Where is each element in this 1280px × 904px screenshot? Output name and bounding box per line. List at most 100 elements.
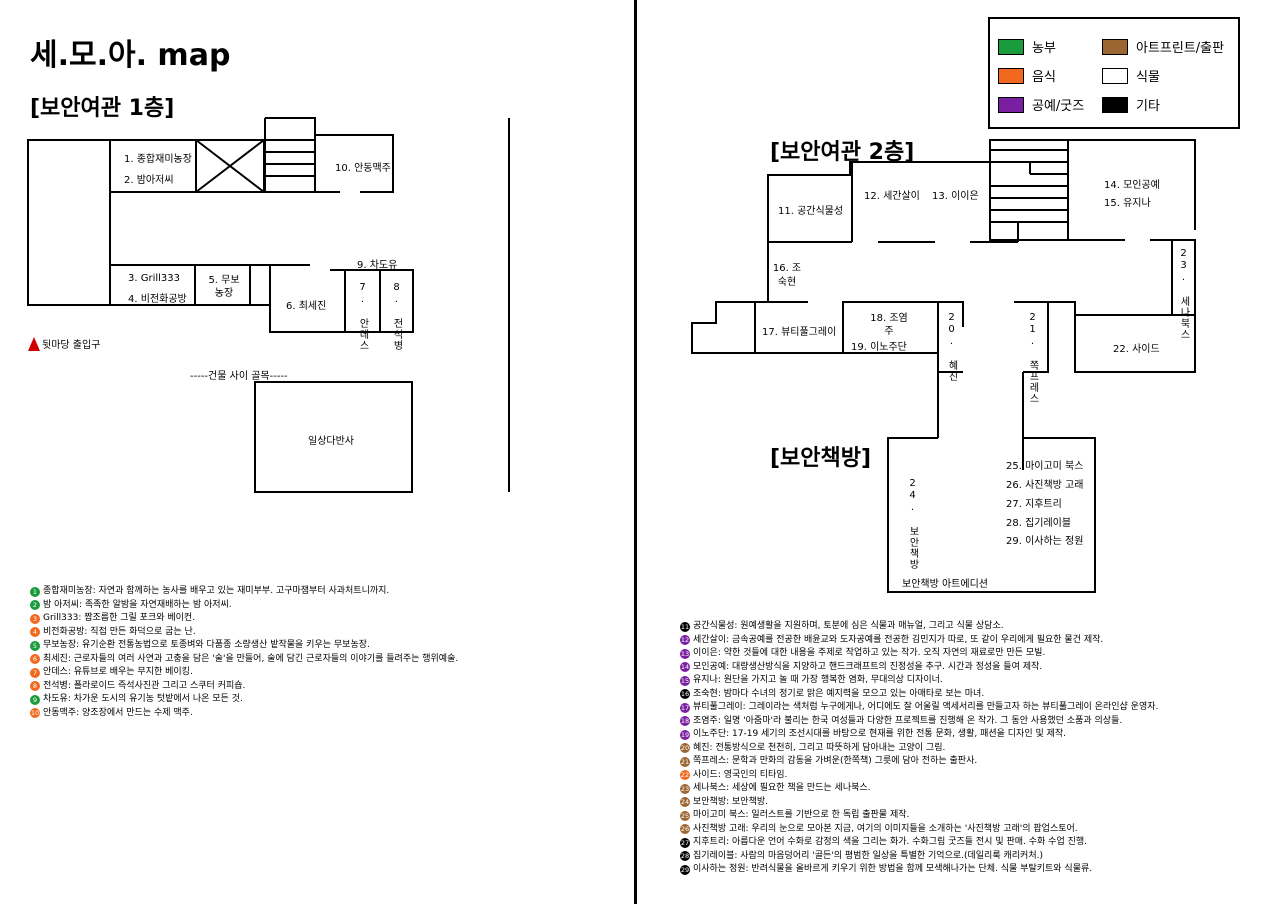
note-number-badge: 22 <box>680 770 690 781</box>
note-number-badge: 13 <box>680 648 690 659</box>
note-text: Grill333: 짭조름한 그릴 포크와 베이컨. <box>43 613 196 623</box>
note-text: 세나북스: 세상에 필요한 책을 만드는 세나북스. <box>693 783 871 793</box>
room-label: 11. 공간식물성 <box>778 206 844 217</box>
note-text: 공간식물성: 원예생활을 지원하며, 토분에 심은 식물과 매뉴얼, 그리고 식… <box>693 621 1004 631</box>
note-number-badge: 2 <box>30 600 40 611</box>
legend-swatch <box>998 96 1024 113</box>
annex-label: 일상다반사 <box>308 436 354 447</box>
bookshop-edition-label: 보안책방 아트에디션 <box>902 579 988 590</box>
room-label: 1. 종합재미농장 <box>124 154 192 165</box>
page-title: 세.모.아. map <box>30 38 231 73</box>
note-number-badge: 17 <box>680 702 690 713</box>
note-number-badge: 14 <box>680 662 690 673</box>
floor1-heading: [보안여관 1층] <box>30 96 175 121</box>
room-label: 28. 집기레이블 <box>1006 518 1072 529</box>
room-label: 9. 차도유 <box>357 260 398 271</box>
note-text: 유지나: 원단을 가지고 놀 때 가장 행복한 염화, 무대의상 디자이너. <box>693 675 943 685</box>
legend-swatch <box>1102 96 1128 113</box>
note-text: 비전화공방: 직접 만든 화덕으로 굽는 난. <box>43 626 196 637</box>
note-text: 이노주단: 17-19 세기의 조선시대를 바탕으로 현재를 위한 전통 문화,… <box>693 729 1067 739</box>
note-text: 안데스: 유튜브로 배우는 무지한 베이킹. <box>43 667 193 677</box>
note-text: 모인공예: 대량생산방식을 지양하고 핸드크래프트의 진정성을 추구. 시간과 … <box>693 661 1043 672</box>
entrance-marker: 뒷마당 출입구 <box>28 336 100 351</box>
note-text: 세간살이: 금속공예를 전공한 배윤교와 도자공예를 전공한 김민지가 따로, … <box>693 634 1104 645</box>
note-text: 뷰티풀그레이: 그레이라는 색처럼 누구에게나, 어디에도 잘 어울릴 액세서리… <box>693 702 1159 712</box>
note-number-badge: 26 <box>680 824 690 835</box>
room-label: 6. 최세진 <box>286 301 327 312</box>
legend-item: 농부 <box>998 37 1056 56</box>
note-text: 밤 아저씨: 족족한 알밤을 자연재배하는 밤 아저씨. <box>43 599 232 610</box>
room-label: 14. 모인공예 <box>1104 180 1160 191</box>
note-number-badge: 9 <box>30 694 40 705</box>
note-text: 조숙현: 밤마다 수녀의 정기로 맑은 예지력을 모으고 있는 아매타로 보는 … <box>693 688 985 699</box>
room-label: 7. 안데스 <box>357 282 368 351</box>
note-text: 차도유: 차가운 도시의 유기농 텃밭에서 나온 모든 것. <box>43 694 243 704</box>
note-number-badge: 1 <box>30 586 40 597</box>
room-label: 15. 유지나 <box>1104 198 1151 209</box>
note-number-badge: 12 <box>680 635 690 646</box>
legend-item: 음식 <box>998 66 1056 85</box>
note-number-badge: 23 <box>680 783 690 794</box>
note-text: 전석병: 폴라로이드 즉석사진관 그리고 스쿠터 커피숍. <box>43 680 246 691</box>
note-number-badge: 7 <box>30 667 40 678</box>
note-number-badge: 15 <box>680 675 690 686</box>
note-number-badge: 27 <box>680 837 690 848</box>
note-text: 이사하는 정원: 반려식물을 올바르게 키우기 위한 방법을 함께 모색해나가는… <box>693 864 1093 874</box>
legend-label: 음식 <box>1032 70 1056 85</box>
room-label: 21. 쪽프레스 <box>1027 312 1038 404</box>
note-number-badge: 3 <box>30 613 40 624</box>
note-number-badge: 24 <box>680 797 690 808</box>
room-label: 26. 사진책방 고래 <box>1006 480 1084 491</box>
legend-label: 공예/굿즈 <box>1032 99 1085 114</box>
room-label: 19. 이노주단 <box>851 342 907 353</box>
legend-label: 농부 <box>1032 41 1056 56</box>
note-text: 최세진: 근로자들의 여러 사연과 고충을 담은 '술'을 만들어, 술에 담긴… <box>43 653 459 664</box>
note-text: 안동맥주: 양조장에서 만드는 수제 맥주. <box>43 707 193 718</box>
note-number-badge: 19 <box>680 729 690 740</box>
room-label: 25. 마이고미 북스 <box>1006 461 1084 472</box>
note-text: 보안책방: 보안책방. <box>693 796 768 807</box>
legend-item: 기타 <box>1102 95 1160 114</box>
legend-swatch <box>1102 38 1128 55</box>
note-number-badge: 29 <box>680 864 690 875</box>
legend-item: 식물 <box>1102 66 1160 85</box>
note-text: 마이고미 북스: 일러스트를 기반으로 한 독립 출판물 제작. <box>693 810 910 820</box>
room-label: 18. 조염주 <box>870 313 908 337</box>
floor1-walls <box>27 117 510 493</box>
note-number-badge: 11 <box>680 621 690 632</box>
bookshop-heading: [보안책방] <box>770 446 872 471</box>
room-label: 4. 비전화공방 <box>128 294 187 305</box>
note-number-badge: 25 <box>680 810 690 821</box>
alley-label: -----건물 사이 골목----- <box>190 371 288 382</box>
room-label: 22. 사이드 <box>1113 344 1160 355</box>
note-text: 지후트리: 아름다운 언어 수화로 감정의 색을 그리는 화가. 수화그림 굿즈… <box>693 837 1088 847</box>
page-divider <box>634 0 637 904</box>
legend-swatch <box>998 67 1024 84</box>
room-label: 5. 무보농장 <box>208 275 240 299</box>
legend-item: 공예/굿즈 <box>998 95 1084 114</box>
legend-item: 아트프린트/출판 <box>1102 37 1224 56</box>
note-text: 이이은: 약한 것들에 대한 내용을 주제로 작업하고 있는 작가. 오직 자연… <box>693 648 1046 658</box>
note-number-badge: 16 <box>680 689 690 700</box>
note-number-badge: 18 <box>680 716 690 727</box>
